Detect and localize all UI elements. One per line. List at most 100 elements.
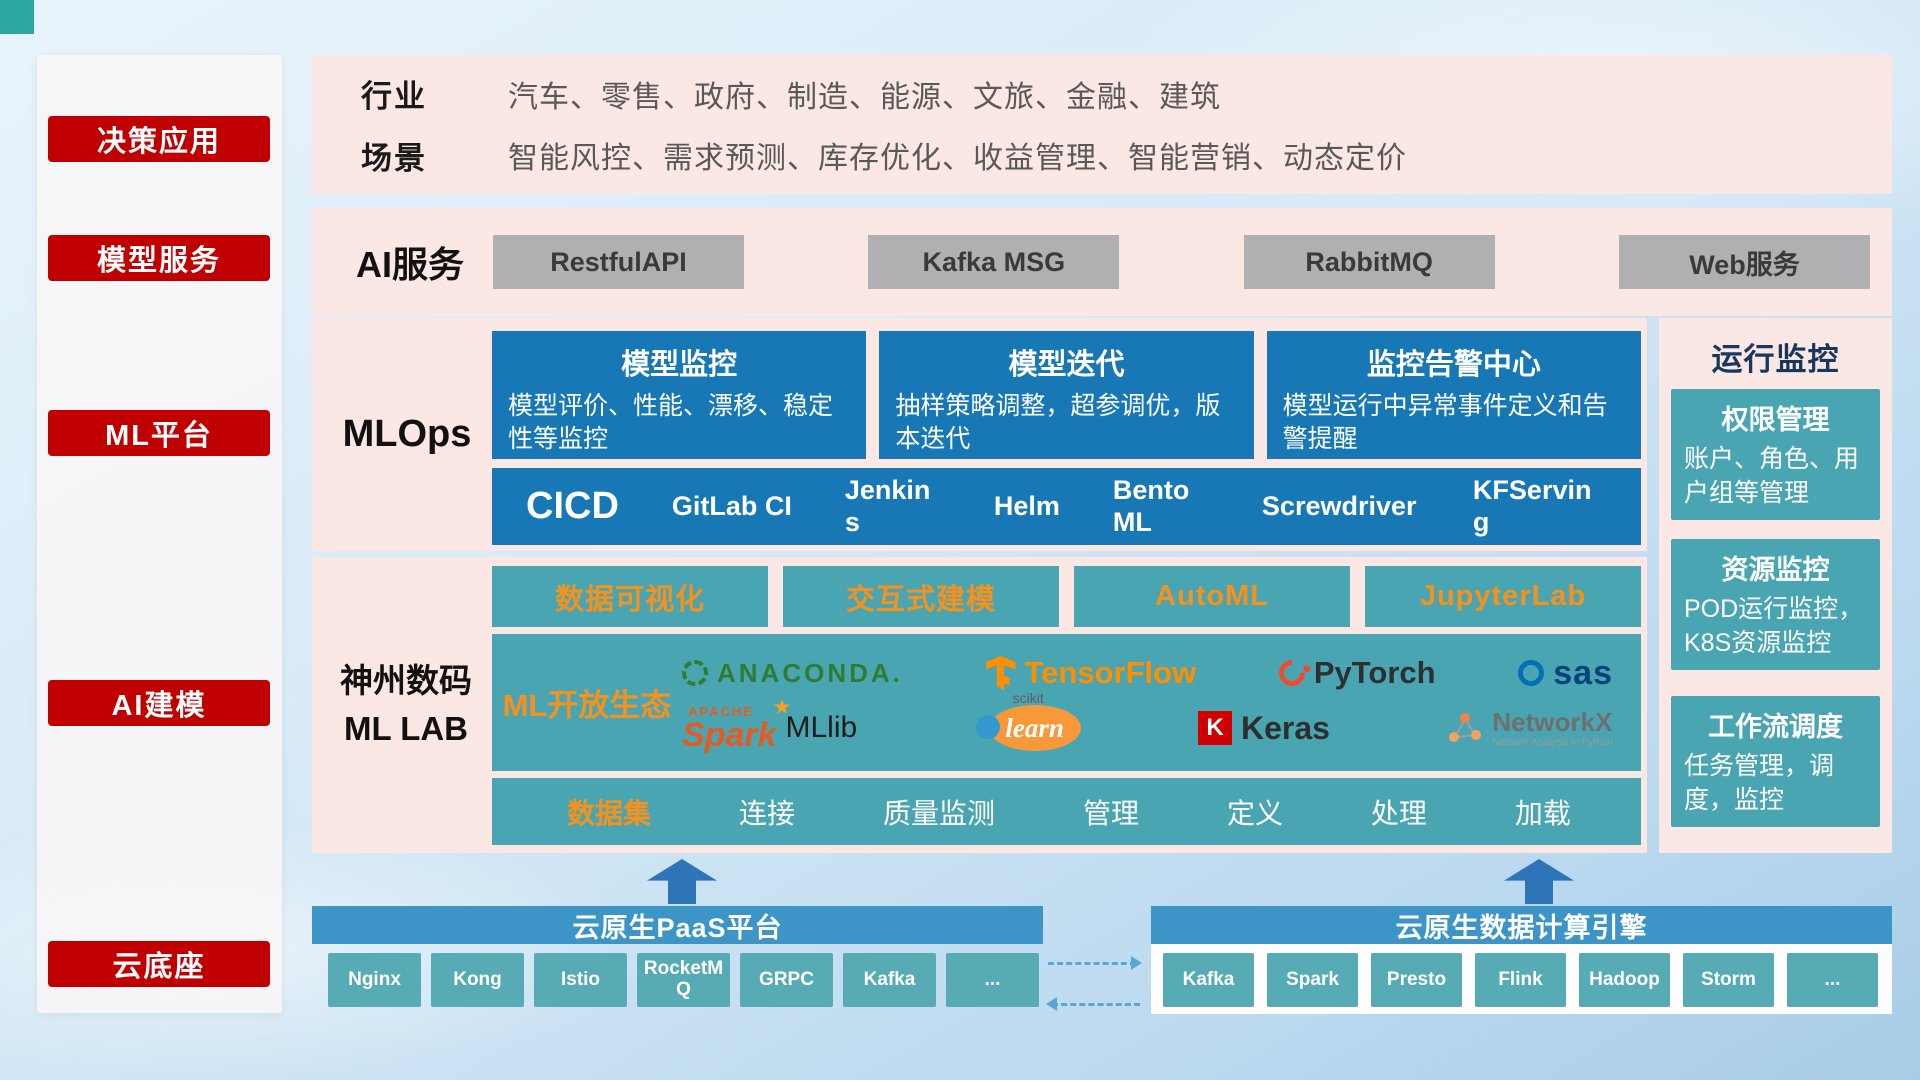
keras-logo: K Keras [1198,710,1330,747]
rabbitmq-button: RabbitMQ [1243,235,1495,289]
networkx-text-group: NetworkX Network Analysis in Python [1492,708,1613,748]
sidebar-item-ai-modeling: AI建模 [48,680,270,726]
kfserving-label: KFServing [1472,475,1592,537]
kafka-chip-engine: Kafka [1163,953,1254,1007]
dataset-pipeline-bar: 数据集 连接 质量监测 管理 定义 处理 加载 [492,778,1641,845]
model-monitoring-desc: 模型评价、性能、漂移、稳定性等监控 [508,392,834,453]
sidebar-item-model-service: 模型服务 [48,235,270,281]
ai-service-buttons: RestfulAPI Kafka MSG RabbitMQ Web服务 [493,235,1870,289]
apache-label: APACHE [688,703,754,719]
industry-row: 行业 汽车、零售、政府、制造、能源、文旅、金融、建筑 [312,71,1892,116]
define-label: 定义 [1226,797,1283,829]
mlops-panel: MLOps 模型监控 模型评价、性能、漂移、稳定性等监控 模型迭代 抽样策略调整… [312,318,1647,551]
spark-wordmark-group: APACHE Spark [682,698,791,752]
gitlab-ci-label: GitLab CI [671,490,792,521]
jupyterlab-box: JupyterLab [1365,566,1641,627]
networkx-subtitle: Network Analysis in Python [1492,736,1613,748]
up-arrow-engine [1504,859,1574,904]
kafka-chip-paas: Kafka [843,953,936,1007]
ml-open-ecosystem-label: ML开放生态 [502,688,672,723]
sas-logo: sas [1518,654,1613,693]
ai-service-panel: AI服务 RestfulAPI Kafka MSG RabbitMQ Web服务 [312,208,1892,316]
runtime-monitor-title: 运行监控 [1711,342,1840,377]
more-chip-paas: ... [946,953,1039,1007]
data-visualization-box: 数据可视化 [492,566,768,627]
learn-wordmark: learn [1005,712,1064,743]
permission-management-card: 权限管理 账户、角色、用户组等管理 [1671,389,1880,520]
workflow-scheduler-title: 工作流调度 [1708,712,1843,742]
industry-scenario-panel: 行业 汽车、零售、政府、制造、能源、文旅、金融、建筑 场景 智能风控、需求预测、… [312,55,1892,194]
mllab-panel: 神州数码 ML LAB 数据可视化 交互式建模 AutoML JupyterLa… [312,557,1647,853]
pytorch-logo: PyTorch [1273,654,1436,692]
rocketmq-chip: RocketMQ [637,953,730,1007]
tensorflow-icon [985,656,1016,690]
mlops-cards: 模型监控 模型评价、性能、漂移、稳定性等监控 模型迭代 抽样策略调整，超参调优，… [492,331,1641,459]
cicd-bar: CICD GitLab CI Jenkins Helm BentoML Scre… [492,468,1641,545]
kong-chip: Kong [431,953,524,1007]
pytorch-wordmark: PyTorch [1313,655,1436,690]
corner-decoration [0,0,34,34]
workflow-scheduler-desc: 任务管理，调度，监控 [1684,752,1835,814]
sas-swirl-icon [1518,660,1545,686]
alert-center-card: 监控告警中心 模型运行中异常事件定义和告警提醒 [1266,331,1641,459]
keras-k-icon: K [1198,711,1233,745]
left-sidebar: 决策应用 模型服务 ML平台 AI建模 云底座 [37,55,282,1013]
automl-box: AutoML [1074,566,1350,627]
sas-wordmark: sas [1553,653,1613,692]
ai-service-label: AI服务 [356,244,465,285]
scenario-value: 智能风控、需求预测、库存优化、收益管理、智能营销、动态定价 [508,142,1407,176]
manage-label: 管理 [1082,797,1139,829]
anaconda-logo: ANACONDA. [682,658,903,689]
dataset-label: 数据集 [567,797,652,829]
istio-chip: Istio [534,953,627,1007]
model-iteration-card: 模型迭代 抽样策略调整，超参调优，版本迭代 [879,331,1254,459]
presto-chip: Presto [1371,953,1462,1007]
quality-monitor-label: 质量监测 [882,797,995,829]
sidebar-item-ml-platform: ML平台 [48,410,270,456]
resource-monitor-card: 资源监控 POD运行监控，K8S资源监控 [1671,539,1880,670]
workflow-scheduler-card: 工作流调度 任务管理，调度，监控 [1671,696,1880,827]
data-engine-bar: 云原生数据计算引擎 [1151,906,1892,944]
scikit-learn-blob: learn [988,705,1081,751]
engine-chip-row: Kafka Spark Presto Flink Hadoop Storm ..… [1163,953,1878,1007]
restfulapi-button: RestfulAPI [493,235,744,289]
scikit-label: scikit [1012,690,1044,706]
logo-row-1: ANACONDA. TensorFlow PyTorch sas [682,654,1613,693]
ml-open-ecosystem-box: ML开放生态 ANACONDA. TensorFlow PyTorch [492,634,1641,771]
model-iteration-desc: 抽样策略调整，超参调优，版本迭代 [895,392,1221,453]
permission-management-title: 权限管理 [1721,405,1830,435]
scikit-learn-circle-icon [975,715,1000,739]
industry-label: 行业 [361,79,427,115]
mllib-wordmark: MLlib [785,711,858,744]
scenario-label: 场景 [361,140,427,176]
bentoml-label: BentoML [1112,475,1190,537]
permission-management-desc: 账户、角色、用户组等管理 [1684,445,1860,507]
more-chip-engine: ... [1787,953,1878,1007]
model-iteration-title: 模型迭代 [1008,349,1125,381]
mlops-label: MLOps [342,413,472,455]
pytorch-flame-icon [1273,654,1311,692]
helm-label: Helm [993,490,1060,521]
scikit-learn-logo: scikit learn [975,690,1081,751]
flink-chip: Flink [1475,953,1566,1007]
mllab-label: 神州数码 ML LAB [326,557,486,853]
paas-platform-bar: 云原生PaaS平台 [312,906,1043,944]
jenkins-label: Jenkins [844,475,931,537]
process-label: 处理 [1370,797,1427,829]
tensorflow-wordmark: TensorFlow [1024,655,1197,690]
sidebar-item-decision-apps: 决策应用 [48,116,270,162]
model-monitoring-title: 模型监控 [621,349,738,381]
model-monitoring-card: 模型监控 模型评价、性能、漂移、稳定性等监控 [492,331,867,459]
anaconda-wordmark: ANACONDA. [717,657,903,688]
kafka-msg-button: Kafka MSG [868,235,1120,289]
up-arrow-paas [647,859,717,904]
mllab-label-line1: 神州数码 [340,662,472,700]
paas-chip-row: Nginx Kong Istio RocketMQ GRPC Kafka ... [328,953,1039,1007]
sidebar-item-cloud-base: 云底座 [48,941,270,987]
runtime-monitor-panel: 运行监控 权限管理 账户、角色、用户组等管理 资源监控 POD运行监控，K8S资… [1659,318,1892,853]
networkx-logo: NetworkX Network Analysis in Python [1447,708,1613,748]
storm-chip: Storm [1683,953,1774,1007]
web-service-button: Web服务 [1618,235,1870,289]
ecosystem-logos: ANACONDA. TensorFlow PyTorch sas [682,654,1641,752]
